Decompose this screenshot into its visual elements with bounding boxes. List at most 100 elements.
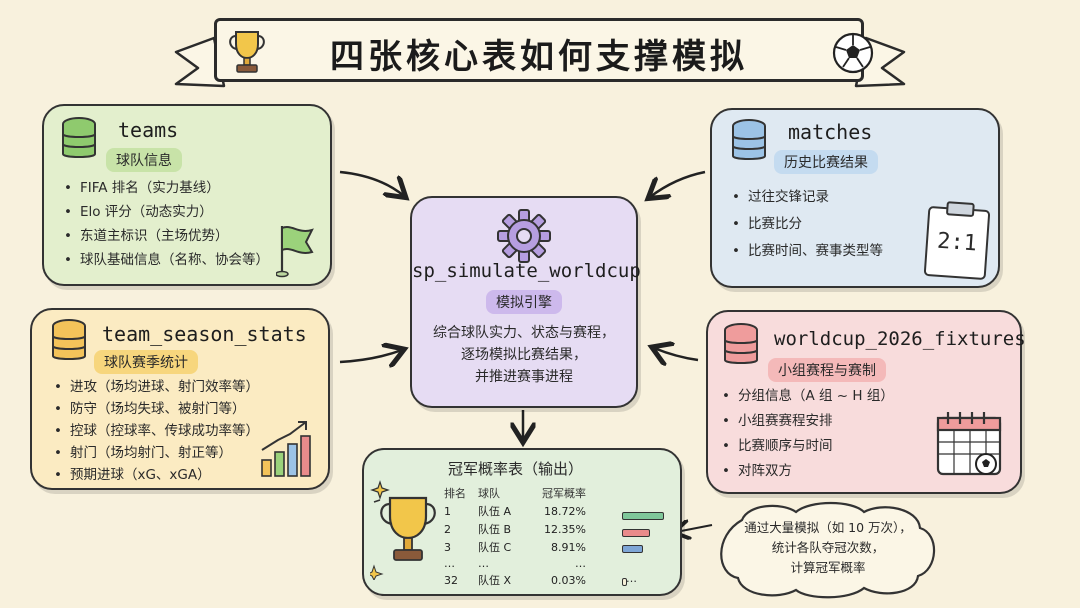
column-header: 球队 [478,487,500,500]
table-row: 3 队伍 C 8.91% [438,538,592,556]
bar-chart-icon [261,421,311,477]
list-item: 比赛时间、赛事类型等 [732,238,883,265]
stats-title: team_season_stats [102,322,307,346]
list-item: 比赛比分 [732,211,883,238]
fixtures-title: worldcup_2026_fixtures [774,328,1026,350]
cloud-line: 统计各队夺冠次数， [771,540,885,555]
prob-cell: … [575,557,586,570]
probability-bar-row [622,525,672,542]
list-item: Elo 评分（动态实力） [64,200,269,224]
arrow-matches-engine [650,170,706,197]
arrow-teams-engine [339,170,404,196]
rank-cell: 32 [444,573,458,587]
matches-title: matches [788,120,873,144]
probability-bar [622,545,644,554]
probability-bar [622,528,651,537]
team-cell: 队伍 A [478,505,512,518]
calendar-icon [936,412,1002,476]
teams-card: teams 球队信息 FIFA 排名（实力基线） Elo 评分（动态实力） 东道… [42,104,332,286]
database-icon [62,117,96,158]
team-cell: 队伍 B [478,523,512,536]
stats-tag: 球队赛季统计 [94,350,198,374]
probability-bar-row [622,541,672,558]
cloud-line: 计算冠军概率 [790,560,866,575]
gear-icon [497,209,551,263]
database-icon [732,119,766,160]
list-item: 对阵双方 [722,459,894,484]
prob-cell: 18.72% [544,504,586,518]
team-cell: 队伍 C [478,541,512,554]
list-item: 比赛顺序与时间 [722,434,894,459]
column-header: 冠军概率 [542,487,586,500]
probability-bar-row [622,574,672,591]
probability-bar [622,578,627,587]
fixtures-items: 分组信息（A 组 ~ H 组） 小组赛赛程安排 比赛顺序与时间 对阵双方 [722,384,894,484]
stats-card: team_season_stats 球队赛季统计 进攻（场均进球、射门效率等） … [30,308,330,490]
list-item: 球队基础信息（名称、协会等） [64,248,269,272]
teams-items: FIFA 排名（实力基线） Elo 评分（动态实力） 东道主标识（主场优势） 球… [64,176,269,272]
title-banner: 四张核心表如何支撑模拟 [214,18,864,82]
database-icon [724,323,758,364]
clipboard-icon: 2:1 [923,201,991,281]
column-header: 排名 [444,487,466,500]
flag-icon [276,226,314,278]
probability-bar-row [622,508,672,525]
team-cell: 队伍 X [478,574,512,587]
stats-items: 进攻（场均进球、射门效率等） 防守（场均失球、被射门等） 控球（控球率、传球成功… [54,376,259,486]
list-item: 分组信息（A 组 ~ H 组） [722,384,894,409]
team-cell: … [478,557,489,570]
output-title: 冠军概率表（输出） [448,460,584,478]
teams-title: teams [118,118,179,142]
engine-line: 综合球队实力、状态与赛程， [433,325,615,341]
list-item: 进攻（场均进球、射门效率等） [54,376,259,398]
fixtures-card: worldcup_2026_fixtures 小组赛程与赛制 分组信息（A 组 … [706,310,1026,494]
list-item: 小组赛赛程安排 [722,409,894,434]
arrow-cloud-output [676,525,713,532]
prob-cell: 8.91% [551,540,586,554]
prob-cell: 12.35% [544,522,586,536]
list-item: 射门（场均射门、射正等） [54,442,259,464]
rank-cell: 1 [444,504,451,518]
engine-description: 综合球队实力、状态与赛程， 逐场模拟比赛结果， 并推进赛事进程 [412,322,636,388]
table-row: … … … [438,556,592,571]
prob-cell: 0.03% [551,573,586,587]
matches-tag: 历史比赛结果 [774,150,878,174]
rank-cell: … [444,557,455,570]
engine-line: 逐场模拟比赛结果， [461,347,587,363]
table-row: 2 队伍 B 12.35% [438,520,592,538]
database-icon [52,319,86,360]
list-item: 预期进球（xG、xGA） [54,464,259,486]
list-item: 东道主标识（主场优势） [64,224,269,248]
trophy-icon [229,31,265,73]
cloud-line: 通过大量模拟（如 10 万次）， [744,520,912,535]
page-title: 四张核心表如何支撑模拟 [330,37,748,77]
table-row: 1 队伍 A 18.72% [438,502,592,520]
matches-items: 过往交锋记录 比赛比分 比赛时间、赛事类型等 [732,184,883,265]
fixtures-tag: 小组赛程与赛制 [768,358,886,382]
table-header-row: 排名 球队 冠军概率 [438,484,592,502]
output-card: 冠军概率表（输出） 排名 球队 冠军概率 1 队伍 A 18.72% 2 队伍 … [362,448,682,596]
rank-cell: 3 [444,540,451,554]
rank-cell: 2 [444,522,451,536]
soccer-ball-icon [832,32,874,74]
table-row: 32 队伍 X 0.03% [438,571,592,589]
engine-title: sp_simulate_worldcup [412,260,641,282]
engine-line: 并推进赛事进程 [475,369,573,385]
trophy-icon [370,480,436,580]
cloud-text: 通过大量模拟（如 10 万次）， 统计各队夺冠次数， 计算冠军概率 [726,518,930,578]
arrow-fixtures-engine [654,348,699,360]
list-item: 防守（场均失球、被射门等） [54,398,259,420]
probability-bars [622,508,672,591]
list-item: 过往交锋记录 [732,184,883,211]
cloud-bubble [720,502,936,599]
more-indicator: … [626,572,637,585]
list-item: FIFA 排名（实力基线） [64,176,269,200]
teams-tag: 球队信息 [106,148,182,172]
probability-bar [622,512,664,521]
engine-card: sp_simulate_worldcup 模拟引擎 综合球队实力、状态与赛程， … [410,196,641,408]
engine-tag: 模拟引擎 [486,290,562,314]
matches-card: matches 历史比赛结果 过往交锋记录 比赛比分 比赛时间、赛事类型等 2:… [710,108,1000,288]
arrow-stats-engine [339,350,402,362]
probability-table: 排名 球队 冠军概率 1 队伍 A 18.72% 2 队伍 B 12.35% 3… [438,484,592,589]
